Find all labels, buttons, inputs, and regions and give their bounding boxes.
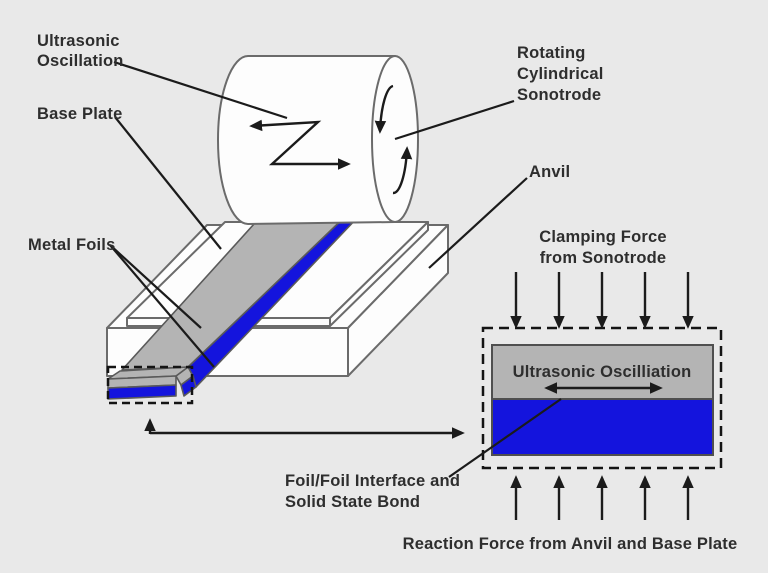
- label-metal-foils: Metal Foils: [28, 236, 115, 254]
- foil-end-dashed-box: [106, 365, 194, 405]
- base-plate-right-edge: [329, 221, 429, 327]
- leader-line-foil-interface: [448, 398, 562, 478]
- reaction-force-arrows-icon: [510, 475, 694, 520]
- anvil-right-face: [347, 224, 449, 377]
- metal-foil-strip: [107, 209, 360, 400]
- sonotrode-body: [217, 55, 396, 225]
- text-labels: Ultrasonic Oscillation Base Plate Metal …: [28, 32, 737, 553]
- leader-line-anvil: [428, 177, 528, 269]
- label-ultrasonic-oscillation-line2: Oscillation: [37, 52, 124, 70]
- label-rotating-sonotrode-line3: Sonotrode: [517, 86, 601, 104]
- leader-line-base-plate: [114, 116, 222, 250]
- clamping-force-arrows-icon: [510, 272, 694, 329]
- detail-link-arrow: [144, 418, 465, 439]
- label-foil-interface-line2: Solid State Bond: [285, 493, 420, 511]
- leader-line-metal-foils-2: [109, 244, 215, 368]
- label-rotating-sonotrode-line2: Cylindrical: [517, 65, 604, 83]
- label-base-plate: Base Plate: [37, 105, 122, 123]
- rotation-arrow-left-icon: [374, 84, 394, 134]
- leader-line-rotating-sonotrode: [394, 99, 515, 141]
- oscillation-zigzag-arrow-icon: [249, 119, 351, 170]
- sonotrode-cylinder: [217, 55, 419, 225]
- label-ultrasonic-oscillation-line1: Ultrasonic: [37, 32, 120, 50]
- rotation-arrow-right-icon: [392, 146, 413, 195]
- label-clamping-force-line1: Clamping Force: [539, 228, 667, 246]
- label-anvil: Anvil: [529, 163, 570, 181]
- foil-end-front-blue: [107, 384, 177, 400]
- label-clamping-force-line2: from Sonotrode: [540, 249, 667, 267]
- label-rotating-sonotrode-line1: Rotating: [517, 44, 586, 62]
- label-reaction-force: Reaction Force from Anvil and Base Plate: [403, 535, 738, 553]
- inset-oscillation-label: Ultrasonic Oscilliation: [513, 363, 692, 381]
- inset-bottom-foil-blue: [491, 398, 714, 456]
- leader-line-metal-foils-1: [109, 244, 202, 329]
- label-foil-interface-line1: Foil/Foil Interface and: [285, 472, 460, 490]
- leader-lines: [109, 60, 562, 478]
- cross-section-inset: Ultrasonic Oscilliation: [481, 272, 723, 520]
- leader-line-ultrasonic-oscillation: [113, 60, 288, 120]
